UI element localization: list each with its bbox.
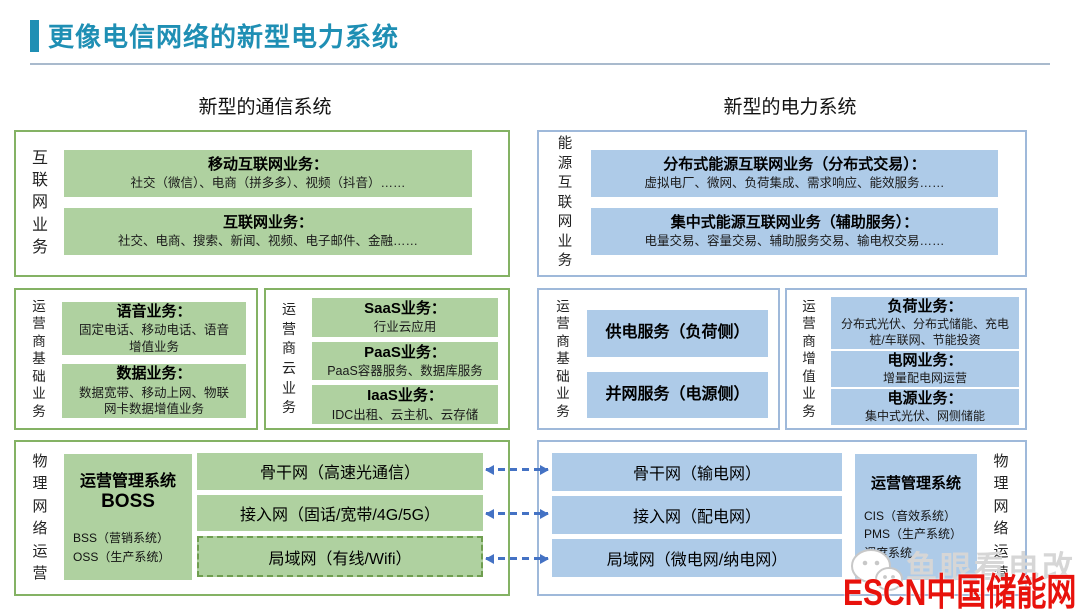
box-column: SaaS业务： 行业云应用 PaaS业务： PaaS容器服务、数据库服务 Iaa… <box>312 290 508 428</box>
section-carrier-cloud-business: 运营商云业务 SaaS业务： 行业云应用 PaaS业务： PaaS容器服务、数据… <box>264 288 510 430</box>
box-desc: 社交、电商、搜索、新闻、视频、电子邮件、金融…… <box>117 234 418 249</box>
section-energy-internet-business: 能源互联网业务 分布式能源互联网业务（分布式交易）： 虚拟电厂、微网、负荷集成、… <box>537 130 1027 277</box>
link-arrow-access <box>486 512 548 515</box>
box-desc: 增量配电网运营 <box>882 371 967 386</box>
column-header-telecom: 新型的通信系统 <box>198 97 332 118</box>
box-desc: 分布式光伏、分布式储能、充电桩/车联网、节能投资 <box>840 317 1009 348</box>
watermark-account-text: 鱼眼看电改 <box>906 550 1076 585</box>
box-title: IaaS业务： <box>367 387 443 405</box>
box-title: PaaS业务： <box>364 343 446 361</box>
column-header-power: 新型的电力系统 <box>723 97 857 118</box>
network-column: 骨干网（高速光通信） 接入网（固话/宽带/4G/5G） 局域网（有线/Wifi） <box>192 442 508 594</box>
section-internet-business: 互联网业务 移动互联网业务： 社交（微信）、电商（拼多多）、视频（抖音）…… 互… <box>14 130 510 277</box>
box-title: 并网服务（电源侧） <box>605 385 750 403</box>
box-title: 语音业务： <box>116 303 192 320</box>
section-label: 运营商基础业务 <box>556 298 570 419</box>
box-title: 移动互联网业务： <box>207 156 328 174</box>
section-label-wrap: 运营商基础业务 <box>539 290 587 428</box>
network-box-access: 接入网（固话/宽带/4G/5G） <box>197 494 483 532</box>
mgmt-line-bss: BSS（营销系统） <box>73 531 170 546</box>
service-box-internet: 互联网业务： 社交、电商、搜索、新闻、视频、电子邮件、金融…… <box>64 208 472 255</box>
service-box-data: 数据业务： 数据宽带、移动上网、物联网卡数据增值业务 <box>62 364 246 418</box>
section-label-wrap: 运营商增值业务 <box>787 290 831 428</box>
service-box-iaas: IaaS业务： IDC出租、云主机、云存储 <box>312 385 498 425</box>
service-box-generation: 电源业务： 集中式光伏、网侧储能 <box>831 388 1019 426</box>
section-carrier-basic-business: 运营商基础业务 语音业务： 固定电话、移动电话、语音增值业务 数据业务： 数据宽… <box>14 288 258 430</box>
operation-management-box: 运营管理系统 CIS（音效系统） PMS（生产系统） 调度系统 <box>855 454 977 580</box>
box-desc: IDC出租、云主机、云存储 <box>331 407 479 422</box>
section-label: 物理网络运营 <box>32 452 48 583</box>
box-desc: 电量交易、容量交易、辅助服务交易、输电权交易…… <box>644 234 945 249</box>
service-box-paas: PaaS业务： PaaS容器服务、数据库服务 <box>312 341 498 381</box>
service-box-distributed-energy: 分布式能源互联网业务（分布式交易）： 虚拟电厂、微网、负荷集成、需求响应、能效服… <box>591 150 998 197</box>
section-label: 互联网业务 <box>31 149 48 257</box>
section-label-wrap: 运营商基础业务 <box>16 290 62 428</box>
box-title: 电源业务： <box>887 389 963 407</box>
box-title: 互联网业务： <box>222 214 313 232</box>
link-arrow-lan <box>486 557 548 560</box>
escn-logo: ESCN中国储能网 <box>843 572 1077 613</box>
section-label: 运营商增值业务 <box>802 298 816 419</box>
service-box-mobile-internet: 移动互联网业务： 社交（微信）、电商（拼多多）、视频（抖音）…… <box>64 150 472 197</box>
section-power-value-added-business: 运营商增值业务 负荷业务： 分布式光伏、分布式储能、充电桩/车联网、节能投资 电… <box>785 288 1027 430</box>
mgmt-line-cis: CIS（音效系统） <box>864 508 957 523</box>
section-power-physical-network: 骨干网（输电网） 接入网（配电网） 局域网（微电网/纳电网） 运营管理系统 CI… <box>537 440 1027 596</box>
service-box-centralized-energy: 集中式能源互联网业务（辅助服务）： 电量交易、容量交易、辅助服务交易、输电权交易… <box>591 208 998 255</box>
wechat-icon <box>850 546 904 596</box>
network-column: 骨干网（输电网） 接入网（配电网） 局域网（微电网/纳电网） <box>539 442 842 594</box>
section-label: 能源互联网业务 <box>557 136 573 270</box>
section-label: 运营商基础业务 <box>32 298 46 419</box>
page-title: 更像电信网络的新型电力系统 <box>48 22 400 52</box>
box-desc: 数据宽带、移动上网、物联网卡数据增值业务 <box>78 385 229 417</box>
box-desc: 虚拟电厂、微网、负荷集成、需求响应、能效服务…… <box>644 176 945 191</box>
mgmt-title: 运营管理系统 <box>79 473 176 491</box>
title-accent-bar <box>30 19 39 52</box>
service-box-power-supply: 供电服务（负荷侧） <box>587 310 768 357</box>
network-box-backbone: 骨干网（高速光通信） <box>197 453 483 490</box>
section-label-wrap: 运营商云业务 <box>266 290 312 428</box>
service-box-voice: 语音业务： 固定电话、移动电话、语音增值业务 <box>62 302 246 356</box>
box-title: 供电服务（负荷侧） <box>605 324 750 342</box>
mgmt-title: 运营管理系统 <box>870 474 961 492</box>
box-column: 移动互联网业务： 社交（微信）、电商（拼多多）、视频（抖音）…… 互联网业务： … <box>64 132 508 275</box>
mgmt-title-boss: BOSS <box>101 491 155 513</box>
network-box-transmission: 骨干网（输电网） <box>552 453 842 491</box>
section-label: 物理网络运营 <box>993 452 1009 583</box>
box-desc: 集中式光伏、网侧储能 <box>864 409 985 424</box>
box-title: 分布式能源互联网业务（分布式交易）： <box>663 156 926 174</box>
box-title: SaaS业务： <box>364 299 446 317</box>
box-title: 数据业务： <box>116 365 192 383</box>
section-telecom-physical-network: 物理网络运营 运营管理系统 BOSS BSS（营销系统） OSS（生产系统） 骨… <box>14 440 510 596</box>
box-title: 电网业务： <box>887 351 963 369</box>
service-box-grid-connection: 并网服务（电源侧） <box>587 371 768 418</box>
title-bar: 更像电信网络的新型电力系统 <box>30 17 399 54</box>
link-arrow-backbone <box>486 468 548 471</box>
box-column: 分布式能源互联网业务（分布式交易）： 虚拟电厂、微网、负荷集成、需求响应、能效服… <box>591 132 1025 275</box>
mgmt-line-pms: PMS（生产系统） <box>864 527 963 542</box>
network-box-distribution: 接入网（配电网） <box>552 496 842 534</box>
mgmt-line-oss: OSS（生产系统） <box>73 550 171 564</box>
section-label-wrap: 物理网络运营 <box>16 442 64 594</box>
section-label: 运营商云业务 <box>281 301 296 416</box>
box-desc: 行业云应用 <box>373 320 437 335</box>
section-label-wrap: 能源互联网业务 <box>539 132 591 275</box>
section-power-basic-business: 运营商基础业务 供电服务（负荷侧） 并网服务（电源侧） <box>537 288 780 430</box>
box-title: 负荷业务： <box>887 298 963 315</box>
box-column: 供电服务（负荷侧） 并网服务（电源侧） <box>587 290 778 428</box>
network-box-lan: 局域网（有线/Wifi） <box>197 536 483 578</box>
box-column: 语音业务： 固定电话、移动电话、语音增值业务 数据业务： 数据宽带、移动上网、物… <box>62 290 256 428</box>
service-box-saas: SaaS业务： 行业云应用 <box>312 298 498 337</box>
box-desc: PaaS容器服务、数据库服务 <box>327 363 483 378</box>
box-column: 负荷业务： 分布式光伏、分布式储能、充电桩/车联网、节能投资 电网业务： 增量配… <box>831 290 1025 428</box>
title-divider <box>30 63 1050 65</box>
boss-system-box: 运营管理系统 BOSS BSS（营销系统） OSS（生产系统） <box>64 454 192 580</box>
section-label-wrap: 物理网络运营 <box>977 442 1025 594</box>
box-desc: 社交（微信）、电商（拼多多）、视频（抖音）…… <box>130 176 406 191</box>
box-title: 集中式能源互联网业务（辅助服务）： <box>670 214 919 232</box>
network-box-microgrid: 局域网（微电网/纳电网） <box>552 539 842 577</box>
service-box-load: 负荷业务： 分布式光伏、分布式储能、充电桩/车联网、节能投资 <box>831 297 1019 349</box>
box-desc: 固定电话、移动电话、语音增值业务 <box>78 323 229 354</box>
section-label-wrap: 互联网业务 <box>16 132 64 275</box>
service-box-grid: 电网业务： 增量配电网运营 <box>831 350 1019 387</box>
